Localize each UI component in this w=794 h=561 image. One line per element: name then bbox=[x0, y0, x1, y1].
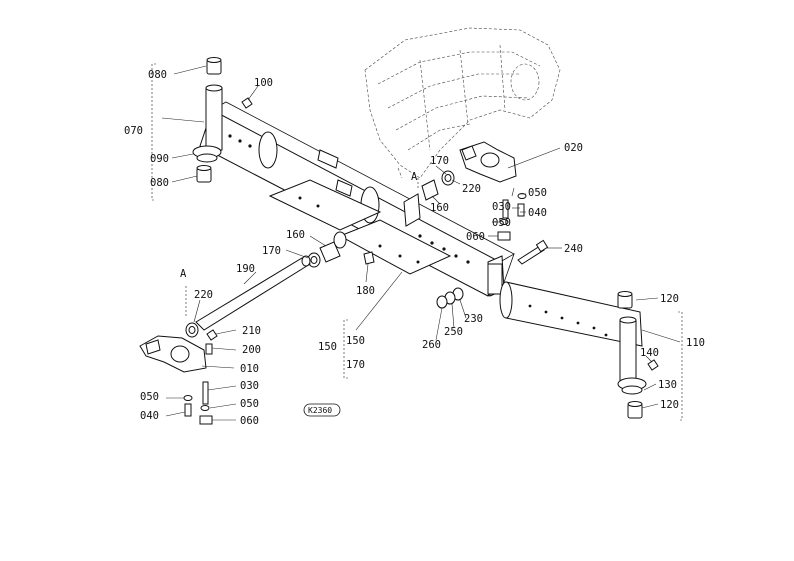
grease-fitting-100 bbox=[241, 97, 253, 109]
label-160-upper: 160 bbox=[430, 202, 449, 214]
bushing-160-upper bbox=[421, 179, 439, 201]
label-200: 200 bbox=[242, 344, 261, 356]
label-020: 020 bbox=[564, 142, 583, 154]
label-240: 240 bbox=[564, 243, 583, 255]
plug-180 bbox=[363, 251, 375, 265]
label-150: 150 bbox=[318, 341, 337, 353]
bolt-040-front bbox=[184, 403, 192, 417]
label-170-upper: 170 bbox=[430, 155, 449, 167]
label-170-front: 170 bbox=[262, 245, 281, 257]
label-130: 130 bbox=[658, 379, 677, 391]
center-plate bbox=[268, 179, 452, 275]
right-knuckle-beam bbox=[499, 281, 643, 347]
group-bracket-070 bbox=[151, 63, 156, 201]
label-070: 070 bbox=[124, 125, 143, 137]
right-knuckle bbox=[617, 316, 647, 395]
left-knuckle bbox=[192, 84, 223, 163]
pivot-shaft-190 bbox=[195, 255, 311, 331]
group-bracket-150 bbox=[343, 319, 348, 379]
bushing-120-top bbox=[617, 291, 633, 309]
thrust-collar-170-upper bbox=[441, 170, 455, 186]
label-260: 260 bbox=[422, 339, 441, 351]
bushing-120-bottom bbox=[627, 401, 643, 419]
label-220-front: 220 bbox=[194, 289, 213, 301]
label-160-front: 160 bbox=[286, 229, 305, 241]
label-010: 010 bbox=[240, 363, 259, 375]
drawing-stamp: K2360 bbox=[303, 403, 341, 417]
label-170-group: 170 bbox=[346, 359, 365, 371]
thrust-collar-220-front bbox=[185, 322, 199, 338]
bolt-040-upper bbox=[517, 203, 525, 217]
label-040-front: 040 bbox=[140, 410, 159, 422]
group-bracket-110 bbox=[678, 311, 683, 421]
shim-260 bbox=[436, 295, 448, 309]
label-080-top: 080 bbox=[148, 69, 167, 81]
washer-050-front-a bbox=[183, 395, 193, 401]
callout-labels: 080 100 070 090 080 170 020 A 220 050 03… bbox=[124, 69, 705, 427]
label-050-upper-a: 050 bbox=[528, 187, 547, 199]
label-090: 090 bbox=[150, 153, 169, 165]
label-120-top: 120 bbox=[660, 293, 679, 305]
label-050-front-a: 050 bbox=[140, 391, 159, 403]
label-140: 140 bbox=[640, 347, 659, 359]
label-120-bottom: 120 bbox=[660, 399, 679, 411]
label-060-upper: 060 bbox=[466, 231, 485, 243]
label-110: 110 bbox=[686, 337, 705, 349]
rear-support-020 bbox=[459, 141, 517, 183]
label-050-front-b: 050 bbox=[240, 398, 259, 410]
label-060-front: 060 bbox=[240, 415, 259, 427]
bolt-240 bbox=[517, 239, 549, 265]
label-180: 180 bbox=[356, 285, 375, 297]
label-100: 100 bbox=[254, 77, 273, 89]
label-220-upper: 220 bbox=[462, 183, 481, 195]
label-050-upper-b: 050 bbox=[492, 217, 511, 229]
leader-lines bbox=[161, 65, 681, 421]
label-a-upper: A bbox=[411, 171, 418, 183]
label-250: 250 bbox=[444, 326, 463, 338]
bolt-200 bbox=[205, 343, 213, 355]
label-230: 230 bbox=[464, 313, 483, 325]
label-040-upper: 040 bbox=[528, 207, 547, 219]
tractor-frame-outline bbox=[364, 27, 561, 179]
label-030-front: 030 bbox=[240, 380, 259, 392]
bushing-080-top bbox=[206, 57, 222, 75]
washer-050-upper-a bbox=[517, 193, 527, 199]
front-support-010 bbox=[139, 335, 207, 373]
label-080-bottom: 080 bbox=[150, 177, 169, 189]
bolt-030-upper bbox=[502, 199, 509, 219]
washer-050-front-b bbox=[200, 405, 210, 411]
bushing-080-bottom bbox=[196, 165, 212, 183]
bolt-030-front bbox=[202, 381, 209, 405]
stamp-text: K2360 bbox=[308, 406, 332, 415]
grease-fitting-140 bbox=[647, 359, 659, 371]
label-030-upper: 030 bbox=[492, 201, 511, 213]
label-150-inner: 150 bbox=[346, 335, 365, 347]
label-190: 190 bbox=[236, 263, 255, 275]
label-210: 210 bbox=[242, 325, 261, 337]
label-a-lower: A bbox=[180, 268, 187, 280]
nut-060-upper bbox=[497, 231, 511, 241]
grease-fitting-210 bbox=[206, 329, 218, 341]
bushing-160-front bbox=[319, 231, 347, 263]
nut-060-front bbox=[199, 415, 213, 425]
